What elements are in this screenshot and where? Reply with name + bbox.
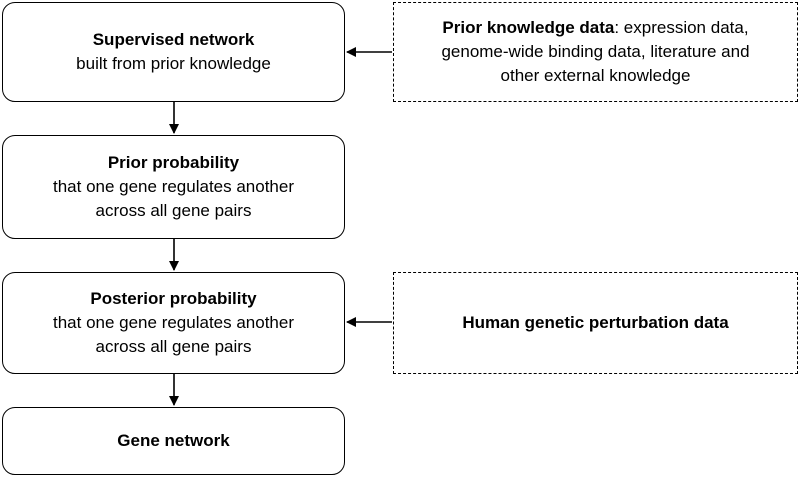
prior-knowledge-title: Prior knowledge data <box>442 18 615 37</box>
posterior-probability-title: Posterior probability <box>90 289 257 308</box>
gene-network-title: Gene network <box>117 431 230 450</box>
prior-probability-box: Prior probability that one gene regulate… <box>2 135 345 239</box>
prior-knowledge-data-box: Prior knowledge data: expression data, g… <box>393 2 798 102</box>
perturbation-data-box: Human genetic perturbation data <box>393 272 798 374</box>
perturbation-data-title: Human genetic perturbation data <box>462 313 729 332</box>
prior-probability-title: Prior probability <box>107 153 240 172</box>
posterior-probability-line-2: across all gene pairs <box>95 337 252 356</box>
gene-network-box: Gene network <box>2 407 345 475</box>
prior-probability-line-1: that one gene regulates another <box>52 177 295 196</box>
prior-knowledge-line-3: other external knowledge <box>500 66 691 85</box>
prior-probability-line-2: across all gene pairs <box>95 201 252 220</box>
supervised-network-box: Supervised network built from prior know… <box>2 2 345 102</box>
posterior-probability-box: Posterior probability that one gene regu… <box>2 272 345 374</box>
prior-knowledge-line-2: genome-wide binding data, literature and <box>441 42 750 61</box>
supervised-network-title: Supervised network <box>92 30 255 49</box>
prior-knowledge-rest: : expression data, <box>614 18 749 37</box>
supervised-network-line-1: built from prior knowledge <box>76 54 271 73</box>
posterior-probability-line-1: that one gene regulates another <box>52 313 295 332</box>
prior-knowledge-line-1: Prior knowledge data: expression data, <box>442 16 748 40</box>
